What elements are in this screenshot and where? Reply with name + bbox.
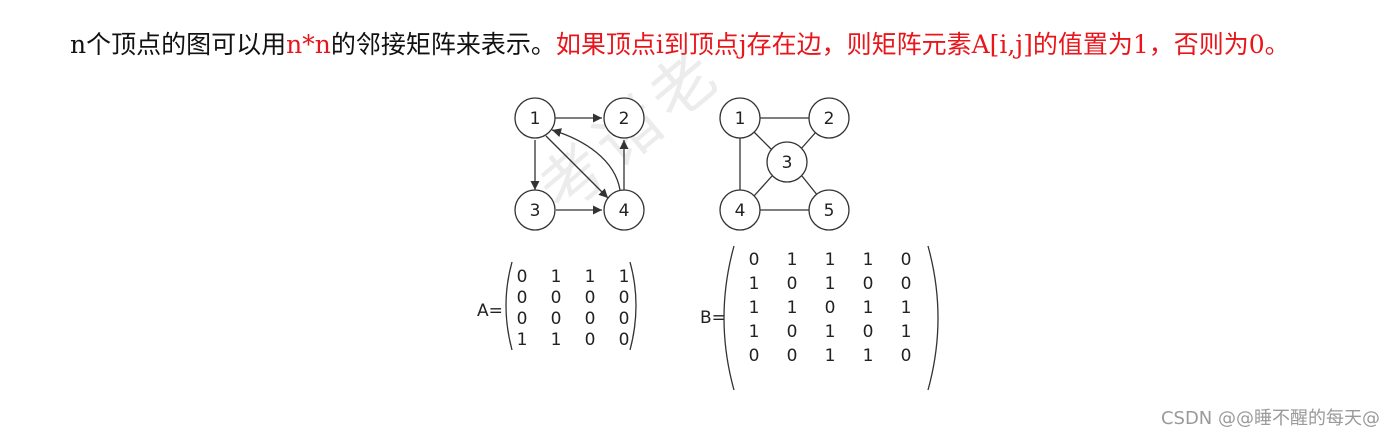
description-paragraph: n个顶点的图可以用n*n的邻接矩阵来表示。如果顶点i到顶点j存在边，则矩阵元素A… (20, 18, 1390, 72)
matrix-a-cell-2-3: 0 (619, 309, 630, 329)
svg-text:2: 2 (824, 109, 835, 129)
matrix-a-left-paren (505, 261, 513, 351)
matrix-a-cell-0-2: 1 (585, 267, 596, 287)
matrix-b-cell-2-4: 1 (901, 298, 912, 318)
matrix-b-cell-2-3: 1 (863, 298, 874, 318)
matrix-a-cell-1-3: 0 (619, 288, 630, 308)
matrix-a-cell-1-2: 0 (585, 288, 596, 308)
node-b-3: 3 (766, 141, 808, 183)
edge-b-1-3 (753, 131, 773, 151)
matrix-b-cell-4-0: 0 (749, 346, 760, 366)
text-adjacency: 的邻接矩阵来表示。 (330, 30, 556, 59)
matrix-b-cell-3-3: 0 (863, 322, 874, 342)
node-a-1: 1 (514, 97, 556, 139)
matrix-a-cell-2-0: 0 (517, 309, 528, 329)
matrix-b-cell-3-4: 1 (901, 322, 912, 342)
matrix-b-cell-4-4: 0 (901, 346, 912, 366)
svg-text:3: 3 (782, 153, 793, 173)
node-b-2: 2 (808, 97, 850, 139)
matrix-b-cell-3-2: 1 (825, 322, 836, 342)
matrix-b-cell-2-0: 1 (749, 298, 760, 318)
svg-text:1: 1 (530, 109, 541, 129)
text-intro: n个顶点的图可以用 (70, 30, 287, 59)
matrix-a-cell-0-0: 0 (517, 267, 528, 287)
edge-a-4-1 (551, 128, 621, 191)
matrix-a-label: A= (477, 301, 503, 321)
matrix-b-cell-0-4: 0 (901, 250, 912, 270)
matrix-b-cell-2-1: 1 (787, 298, 798, 318)
matrix-b-right-paren (927, 245, 939, 391)
node-b-4: 4 (719, 189, 761, 231)
matrix-a-cell-1-0: 0 (517, 288, 528, 308)
node-b-1: 1 (719, 97, 761, 139)
matrix-b-cell-4-1: 0 (787, 346, 798, 366)
matrix-a-cell-1-1: 0 (551, 288, 562, 308)
node-a-2: 2 (603, 97, 645, 139)
node-a-4: 4 (603, 189, 645, 231)
matrix-b-cell-0-3: 1 (863, 250, 874, 270)
matrix-b-cells: 0 1 1 1 0 1 0 1 0 0 1 1 0 1 1 1 0 1 0 1 0 0 1 1 0 (749, 250, 912, 366)
graph-a-edges (530, 113, 629, 215)
svg-text:3: 3 (530, 201, 541, 221)
matrix-b-left-paren (723, 245, 735, 391)
matrix-b-cell-4-3: 1 (863, 346, 874, 366)
matrix-a-cell-3-3: 0 (619, 330, 630, 350)
svg-text:1: 1 (735, 109, 746, 129)
matrix-a-cell-3-1: 1 (551, 330, 562, 350)
svg-text:5: 5 (824, 201, 835, 221)
matrix-b-cell-0-2: 1 (825, 250, 836, 270)
edge-a-1-4 (545, 135, 609, 199)
matrix-b-cell-1-2: 1 (825, 274, 836, 294)
text-nxn: n*n (286, 30, 331, 59)
matrix-b-cell-4-2: 1 (825, 346, 836, 366)
csdn-credit: CSDN @@睡不醒的每天@ (1160, 408, 1380, 429)
svg-text:2: 2 (619, 109, 630, 129)
matrix-a-cell-2-1: 0 (551, 309, 562, 329)
graph-b-nodes: 1 2 3 4 5 (719, 97, 850, 231)
graph-b-edges (739, 117, 819, 211)
matrix-b-cell-1-3: 0 (863, 274, 874, 294)
matrix-a-cell-0-1: 1 (551, 267, 562, 287)
matrix-a-cell-3-2: 0 (585, 330, 596, 350)
svg-text:4: 4 (619, 201, 630, 221)
node-a-3: 3 (514, 189, 556, 231)
svg-text:4: 4 (735, 201, 746, 221)
matrix-b-cell-3-1: 0 (787, 322, 798, 342)
matrix-b-cell-2-2: 0 (825, 298, 836, 318)
matrix-b-cell-1-1: 0 (787, 274, 798, 294)
matrix-a-right-paren (629, 261, 637, 351)
matrix-b-cell-1-0: 1 (749, 274, 760, 294)
node-b-5: 5 (808, 189, 850, 231)
matrix-b-cell-0-0: 0 (749, 250, 760, 270)
matrix-b-cell-0-1: 1 (787, 250, 798, 270)
matrix-a-cell-0-3: 1 (619, 267, 630, 287)
matrix-b-label: B= (700, 308, 726, 328)
graph-a-nodes: 1 2 3 4 (514, 97, 645, 231)
matrix-b-cell-1-4: 0 (901, 274, 912, 294)
edge-b-3-5 (801, 175, 819, 197)
edge-b-2-3 (799, 131, 817, 151)
text-rule: 如果顶点i到顶点j存在边，则矩阵元素A[i,j]的值置为1，否则为0。 (555, 30, 1290, 59)
matrix-b-cell-3-0: 1 (749, 322, 760, 342)
matrix-b: B= 0 1 1 1 0 1 0 1 0 0 1 1 0 1 1 1 0 1 0 1 0 0 1 1 0 (700, 245, 939, 391)
matrix-a-cell-2-2: 0 (585, 309, 596, 329)
matrix-a-cell-3-0: 1 (517, 330, 528, 350)
edge-b-3-4 (753, 175, 773, 197)
